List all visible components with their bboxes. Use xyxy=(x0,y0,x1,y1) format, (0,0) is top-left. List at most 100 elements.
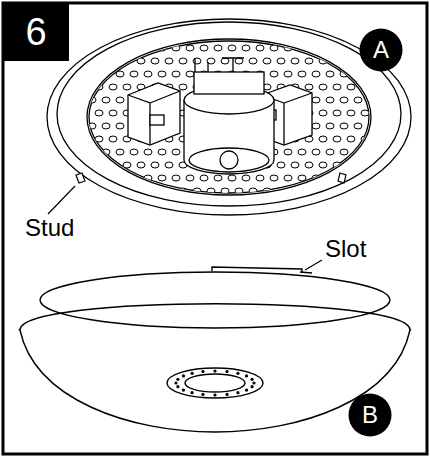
led-dot xyxy=(186,45,194,51)
led-dot xyxy=(256,175,264,181)
led-dot xyxy=(312,45,320,51)
led-dot xyxy=(347,162,355,168)
led-dot xyxy=(361,84,369,90)
led-dot xyxy=(95,188,103,194)
led-dot xyxy=(298,45,306,51)
led-dot xyxy=(144,45,152,51)
part-letter: B xyxy=(348,393,392,437)
led-dot xyxy=(340,71,348,77)
frame xyxy=(3,3,427,454)
speaker-hole xyxy=(225,370,228,373)
led-dot xyxy=(326,123,334,129)
led-dot xyxy=(95,84,103,90)
led-dot xyxy=(235,188,243,194)
speaker-hole xyxy=(174,381,177,384)
led-dot xyxy=(298,149,306,155)
led-dot xyxy=(326,97,334,103)
led-dot xyxy=(179,58,187,64)
speaker-hole xyxy=(250,385,253,388)
led-dot xyxy=(312,175,320,181)
led-dot xyxy=(333,162,341,168)
part-letter: A xyxy=(373,38,389,62)
speaker-hole xyxy=(236,391,239,394)
led-dot xyxy=(130,45,138,51)
part-label: Stud xyxy=(24,216,75,240)
led-dot xyxy=(172,149,180,155)
led-dot xyxy=(95,136,103,142)
led-dot xyxy=(137,58,145,64)
led-dot xyxy=(172,45,180,51)
speaker-hole xyxy=(245,388,248,391)
led-dot xyxy=(158,149,166,155)
led-dot xyxy=(312,149,320,155)
led-dot xyxy=(221,58,229,64)
led-dot xyxy=(249,188,257,194)
led-dot xyxy=(102,45,110,51)
led-dot xyxy=(109,136,117,142)
led-dot xyxy=(200,45,208,51)
stud xyxy=(76,173,346,183)
led-dot xyxy=(319,162,327,168)
led-dot xyxy=(326,71,334,77)
led-dot xyxy=(361,110,369,116)
led-dot xyxy=(361,136,369,142)
led-dot xyxy=(130,175,138,181)
part-letter: A xyxy=(359,28,403,72)
leader-line xyxy=(305,260,322,270)
speaker-hole xyxy=(245,374,248,377)
led-dot xyxy=(179,84,187,90)
step-number: 6 xyxy=(25,13,46,51)
led-dot xyxy=(354,175,362,181)
led-dot xyxy=(123,188,131,194)
led-dot xyxy=(284,149,292,155)
led-dot xyxy=(354,123,362,129)
led-dot xyxy=(130,149,138,155)
led-dot xyxy=(326,45,334,51)
led-dot xyxy=(277,188,285,194)
led-dot xyxy=(298,175,306,181)
led-dot xyxy=(347,110,355,116)
led-dot xyxy=(207,188,215,194)
speaker-hole xyxy=(176,378,179,381)
part-label: Slot xyxy=(324,237,367,261)
led-dot xyxy=(277,162,285,168)
led-dot xyxy=(88,149,96,155)
led-dot xyxy=(102,97,110,103)
led-dot xyxy=(277,58,285,64)
led-dot xyxy=(200,175,208,181)
speaker-hole xyxy=(176,385,179,388)
led-dot xyxy=(249,58,257,64)
led-dot xyxy=(326,175,334,181)
led-dot xyxy=(193,188,201,194)
led-dot xyxy=(88,71,96,77)
led-dot xyxy=(242,45,250,51)
led-dot xyxy=(347,188,355,194)
speaker-hole xyxy=(225,393,228,396)
speaker-hole xyxy=(182,388,185,391)
led-dot xyxy=(319,58,327,64)
led-dot xyxy=(88,123,96,129)
led-dot xyxy=(284,45,292,51)
led-dot xyxy=(186,71,194,77)
led-dot xyxy=(270,71,278,77)
led-dot xyxy=(193,58,201,64)
speaker-hole xyxy=(182,374,185,377)
led-dot xyxy=(102,71,110,77)
speaker-hole xyxy=(252,381,255,384)
led-dot xyxy=(340,149,348,155)
speaker-hole xyxy=(213,369,216,372)
led-dot xyxy=(109,188,117,194)
speaker-hole xyxy=(190,372,193,375)
led-dot xyxy=(214,175,222,181)
led-dot xyxy=(361,188,369,194)
led-dot xyxy=(305,58,313,64)
led-dot xyxy=(137,188,145,194)
led-dot xyxy=(165,188,173,194)
leader-line xyxy=(48,186,75,214)
speaker-hole xyxy=(201,393,204,396)
led-dot xyxy=(312,97,320,103)
led-dot xyxy=(291,58,299,64)
base-plate xyxy=(47,19,411,215)
led-dot xyxy=(144,71,152,77)
speaker-hole xyxy=(213,393,216,396)
